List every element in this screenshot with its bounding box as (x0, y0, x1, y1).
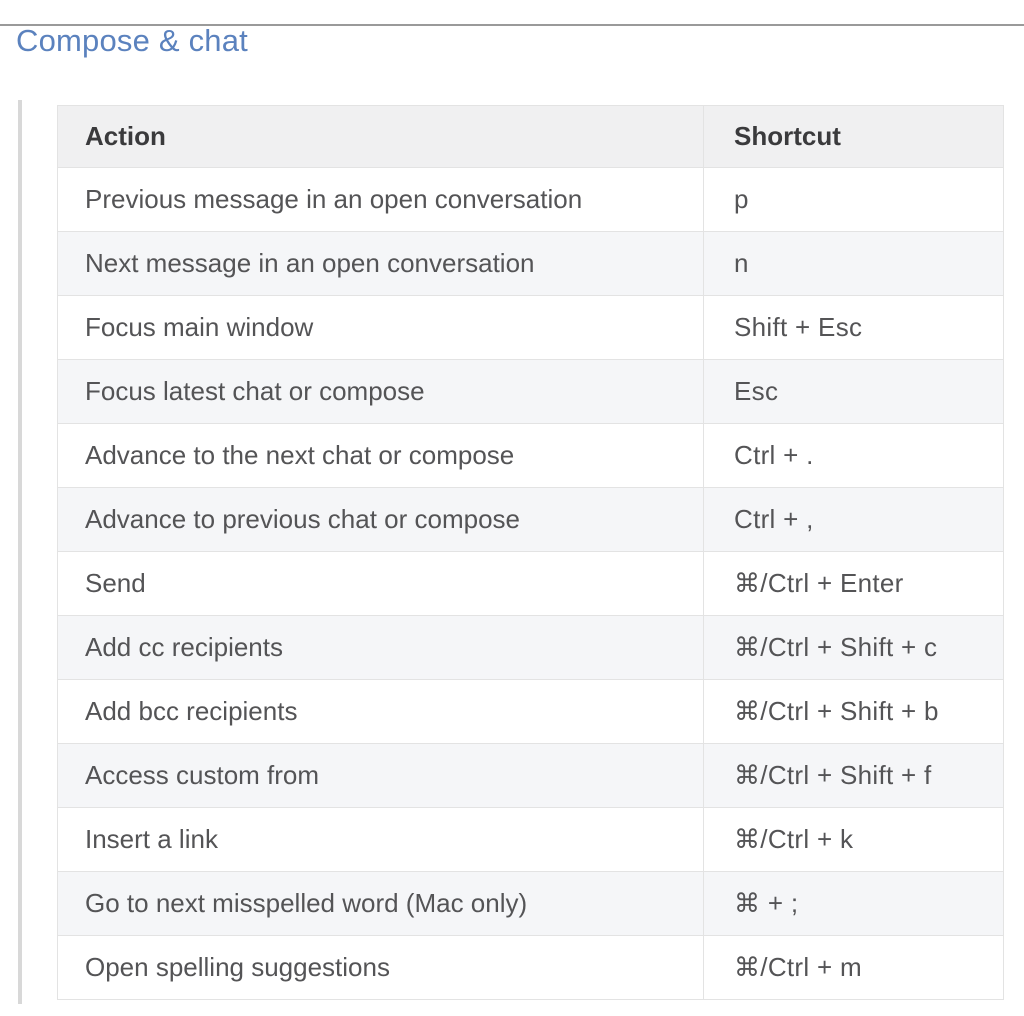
shortcut-cell: ⌘/Ctrl + Shift + c (703, 615, 1004, 680)
shortcut-table-body: Previous message in an open conversation… (57, 167, 1004, 1000)
action-column-header: Action (57, 105, 704, 168)
shortcut-cell: ⌘/Ctrl + Enter (703, 551, 1004, 616)
shortcuts-table: Action Shortcut Previous message in an o… (57, 105, 1004, 1000)
action-cell: Focus main window (57, 295, 704, 360)
action-cell: Open spelling suggestions (57, 935, 704, 1000)
header-row: Action Shortcut (57, 105, 1004, 168)
action-cell: Add bcc recipients (57, 679, 704, 744)
action-cell: Focus latest chat or compose (57, 359, 704, 424)
table-row: Open spelling suggestions⌘/Ctrl + m (57, 935, 1004, 1000)
shortcut-cell: Esc (703, 359, 1004, 424)
shortcut-cell: ⌘/Ctrl + k (703, 807, 1004, 872)
action-cell: Insert a link (57, 807, 704, 872)
shortcut-cell: ⌘/Ctrl + m (703, 935, 1004, 1000)
action-cell: Next message in an open conversation (57, 231, 704, 296)
table-row: Add cc recipients⌘/Ctrl + Shift + c (57, 615, 1004, 680)
table-row: Go to next misspelled word (Mac only)⌘ +… (57, 871, 1004, 936)
shortcut-cell: ⌘/Ctrl + Shift + f (703, 743, 1004, 808)
shortcut-cell: ⌘ + ; (703, 871, 1004, 936)
table-row: Send⌘/Ctrl + Enter (57, 551, 1004, 616)
shortcut-cell: ⌘/Ctrl + Shift + b (703, 679, 1004, 744)
shortcut-cell: Ctrl + , (703, 487, 1004, 552)
shortcut-cell: p (703, 167, 1004, 232)
page-title: Compose & chat (16, 23, 248, 58)
action-cell: Previous message in an open conversation (57, 167, 704, 232)
shortcut-cell: Shift + Esc (703, 295, 1004, 360)
action-cell: Add cc recipients (57, 615, 704, 680)
table-row: Access custom from⌘/Ctrl + Shift + f (57, 743, 1004, 808)
shortcut-cell: n (703, 231, 1004, 296)
quote-block: Action Shortcut Previous message in an o… (18, 100, 1004, 1004)
action-cell: Send (57, 551, 704, 616)
action-cell: Go to next misspelled word (Mac only) (57, 871, 704, 936)
shortcuts-table-header: Action Shortcut (57, 105, 1004, 168)
shortcut-cell: Ctrl + . (703, 423, 1004, 488)
top-edge-line (0, 24, 1024, 26)
table-row: Previous message in an open conversation… (57, 167, 1004, 232)
action-cell: Advance to previous chat or compose (57, 487, 704, 552)
action-cell: Advance to the next chat or compose (57, 423, 704, 488)
table-row: Insert a link⌘/Ctrl + k (57, 807, 1004, 872)
action-cell: Access custom from (57, 743, 704, 808)
table-row: Add bcc recipients⌘/Ctrl + Shift + b (57, 679, 1004, 744)
shortcut-column-header: Shortcut (703, 105, 1004, 168)
